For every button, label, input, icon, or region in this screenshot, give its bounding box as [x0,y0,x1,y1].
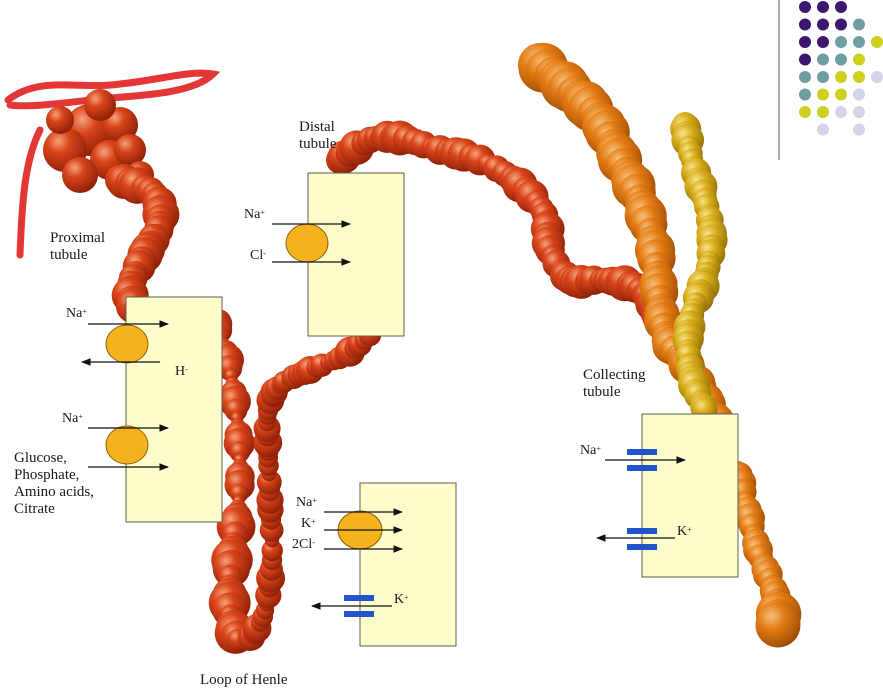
deco-dot [853,53,865,66]
prox-na-ion-1: Na+ [66,306,87,321]
distal-cl-ion: Cl- [250,248,266,263]
deco-dot [871,36,883,48]
deco-dot [817,53,829,66]
proximal-na-cotransporter [105,425,149,465]
collecting-k-channel [627,528,657,534]
collecting-na-channel [627,449,657,455]
deco-dot [799,18,811,31]
proximal-tubule-label: Proximal tubule [50,230,105,263]
collecting-k-channel [627,544,657,550]
deco-dot [799,1,811,13]
decorative-dot-grid [799,1,883,136]
deco-dot [817,88,829,101]
deco-dot [817,123,829,136]
collecting-tubule-label: Collecting tubule [583,367,646,400]
deco-dot [799,53,811,66]
tubule-bead [84,89,116,121]
henle-k-channel [344,611,374,617]
deco-dot [799,106,811,118]
deco-dot [835,1,847,13]
deco-dot [835,18,847,31]
deco-dot [835,53,847,66]
tubule-bead [46,106,74,134]
tubule-beads [43,42,802,654]
deco-dot [853,106,865,118]
deco-dot [835,71,847,83]
deco-dot [835,106,847,118]
deco-dot [817,1,829,13]
deco-dot [817,71,829,83]
collecting-na-ion: Na+ [580,443,601,458]
cell-boxes [105,172,739,647]
tubule-bead [114,134,146,166]
collecting-na-channel [627,465,657,471]
deco-dot [853,18,865,31]
henle-2cl-ion: 2Cl- [292,537,315,552]
henle-k-channel [344,595,374,601]
deco-dot [817,18,829,31]
prox-h-ion: H- [175,364,188,379]
red-pen-scribble [4,69,221,259]
deco-dot [835,88,847,101]
distal-na-ion: Na+ [244,207,265,222]
tubule-bead [62,157,98,193]
loop-of-henle-cell [359,482,457,647]
loop-of-henle-label: Loop of Henle [200,672,288,688]
deco-dot [835,36,847,48]
deco-dot [871,71,883,83]
deco-dot [799,36,811,48]
deco-dot [799,71,811,83]
henle-k-channel-ion: K+ [394,592,409,607]
collecting-tubule-cell [641,413,739,578]
deco-dot [853,88,865,101]
distal-na-cl-cotransporter [285,223,329,263]
tubule-bead [755,602,801,648]
deco-dot [799,88,811,101]
deco-dot [853,71,865,83]
collecting-k-ion: K+ [677,524,692,539]
distal-tubule-label: Distal tubule [299,119,337,152]
transport-arrows [81,220,686,610]
proximal-na-h-exchanger [105,324,149,364]
deco-dot [853,36,865,48]
deco-dot [817,36,829,48]
deco-dot [853,123,865,136]
prox-na-ion-2: Na+ [62,411,83,426]
cotransport-substrates-label: Glucose, Phosphate, Amino acids, Citrate [14,450,94,517]
henle-k-ion: K+ [301,516,316,531]
henle-na-ion: Na+ [296,495,317,510]
deco-dot [817,106,829,118]
